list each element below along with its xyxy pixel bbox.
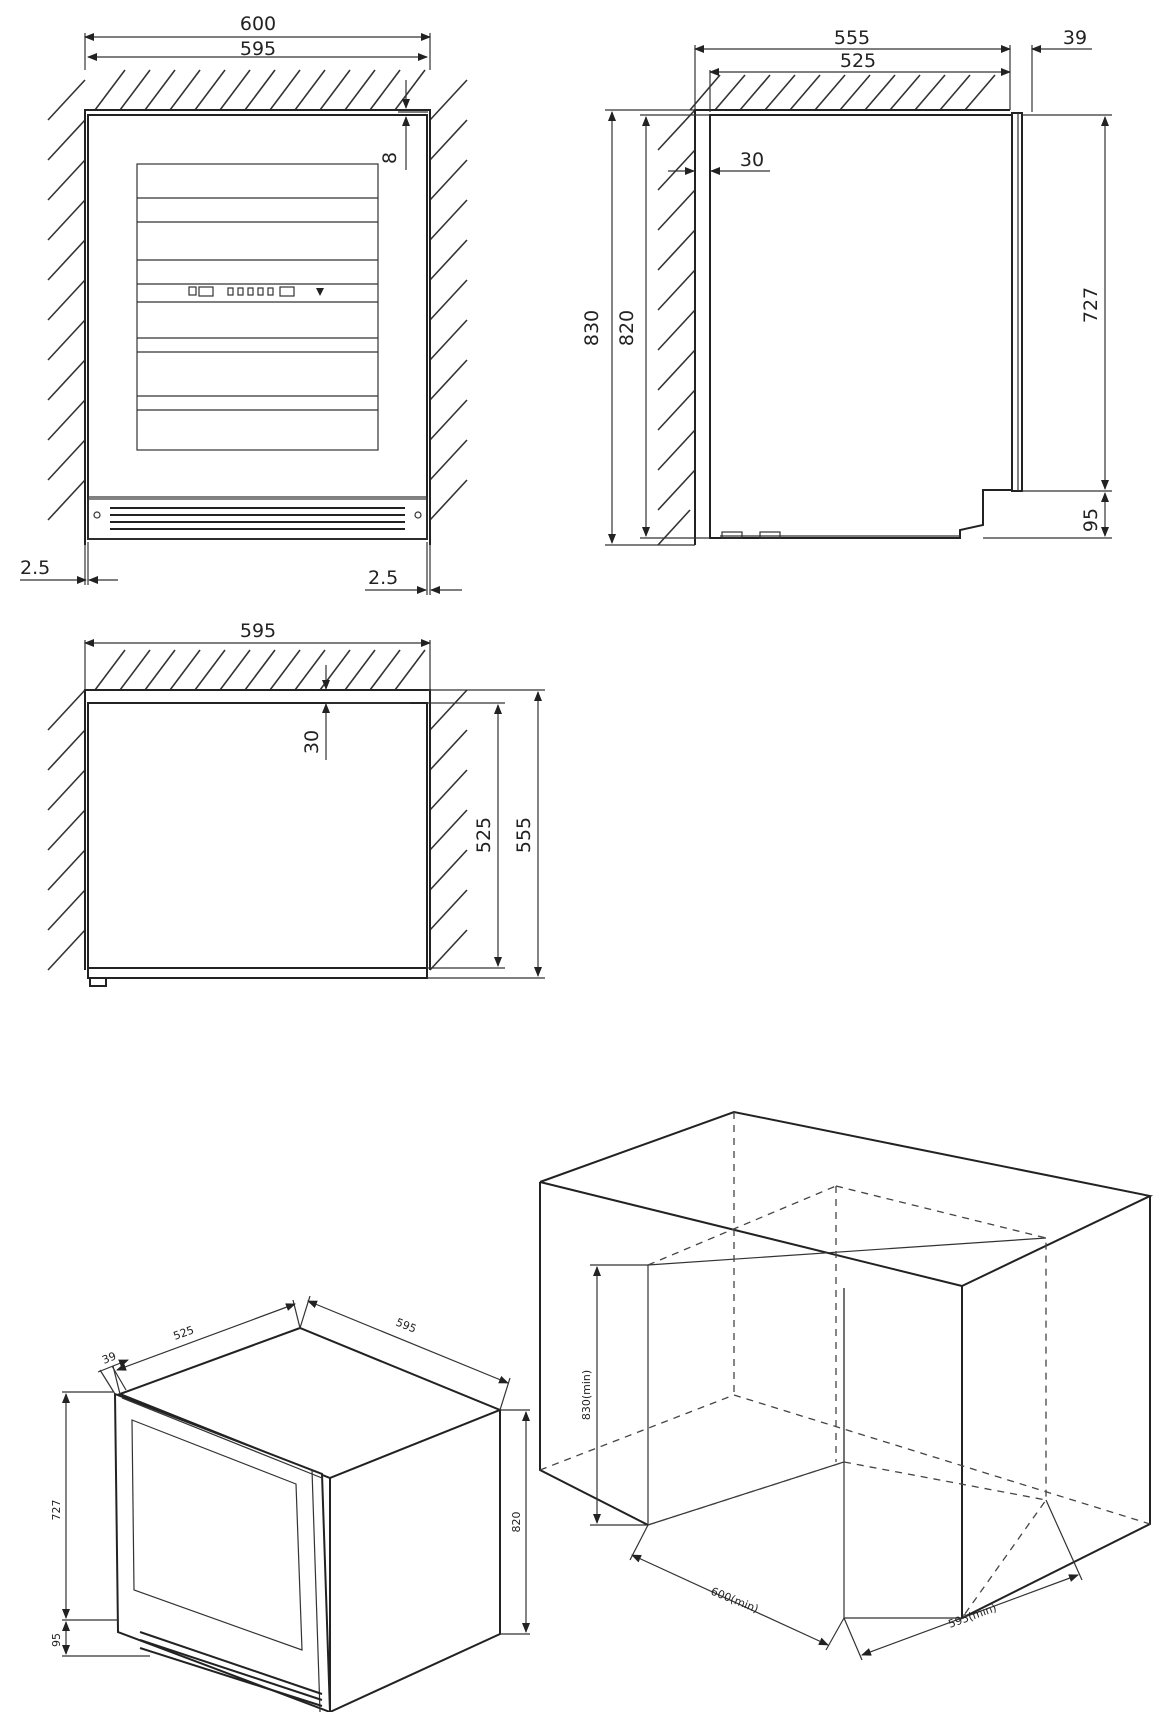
front-view: 600 595 8 2.5 2.5 [20, 13, 468, 595]
iso-dim-depth: 525 [172, 1323, 196, 1342]
dim-unit-height: 820 [616, 310, 638, 346]
dim-body-depth: 525 [840, 50, 876, 72]
top-hatch-back [94, 649, 426, 691]
top-dim-width: 595 [240, 620, 276, 642]
top-door [87, 967, 428, 979]
front-vent-grille [87, 498, 428, 540]
top-unit-body [87, 702, 428, 969]
dim-outer-width: 600 [240, 13, 276, 35]
dim-unit-width: 595 [240, 38, 276, 60]
front-hatch-right [429, 79, 468, 521]
top-view: 595 30 525 555 [47, 620, 545, 987]
dim-right-gap: 2.5 [368, 567, 398, 589]
dim-plinth: 95 [1080, 508, 1102, 532]
side-hatch-back [657, 109, 696, 546]
side-view: 555 39 525 30 830 820 727 95 [581, 27, 1112, 546]
niche-opening [647, 1265, 845, 1526]
iso-dim-width: 595 [394, 1316, 418, 1336]
side-unit-body [709, 114, 1013, 539]
iso-niche-view: 830(min) 600(min) 595(min) [539, 1110, 1154, 1661]
dim-depth: 555 [834, 27, 870, 49]
dim-door: 39 [1063, 27, 1087, 49]
iso-unit-view: 39 525 595 727 95 820 [50, 1295, 530, 1712]
front-unit-body [87, 114, 428, 540]
top-hatch-right [429, 689, 468, 971]
side-hatch-top [689, 74, 996, 111]
dim-door-height: 727 [1080, 287, 1102, 323]
dim-niche-height: 830 [581, 310, 603, 346]
side-door [1011, 112, 1023, 492]
top-dim-back-gap: 30 [301, 730, 323, 754]
top-dim-depth: 555 [513, 817, 535, 853]
iso-dim-door-height: 727 [50, 1500, 63, 1521]
front-hatch-top [94, 69, 426, 111]
iso-dim-plinth: 95 [50, 1633, 63, 1647]
dim-left-gap: 2.5 [20, 557, 50, 579]
iso-dim-door: 39 [100, 1349, 118, 1366]
iso-vent-grille [139, 1631, 323, 1707]
iso-unit-door [113, 1392, 332, 1712]
niche-dim-depth-min: 595(min) [947, 1601, 999, 1630]
top-dim-body-depth: 525 [473, 817, 495, 853]
dim-top-gap: 8 [379, 152, 401, 164]
dim-back-gap: 30 [740, 149, 764, 171]
iso-dim-height: 820 [510, 1512, 523, 1533]
top-hatch-left [47, 689, 86, 971]
niche-dim-width-min: 600(min) [709, 1585, 761, 1616]
control-panel [188, 286, 324, 297]
niche-dim-height-min: 830(min) [580, 1370, 593, 1420]
front-hatch-left [47, 79, 86, 521]
front-glass-panel [136, 163, 379, 451]
